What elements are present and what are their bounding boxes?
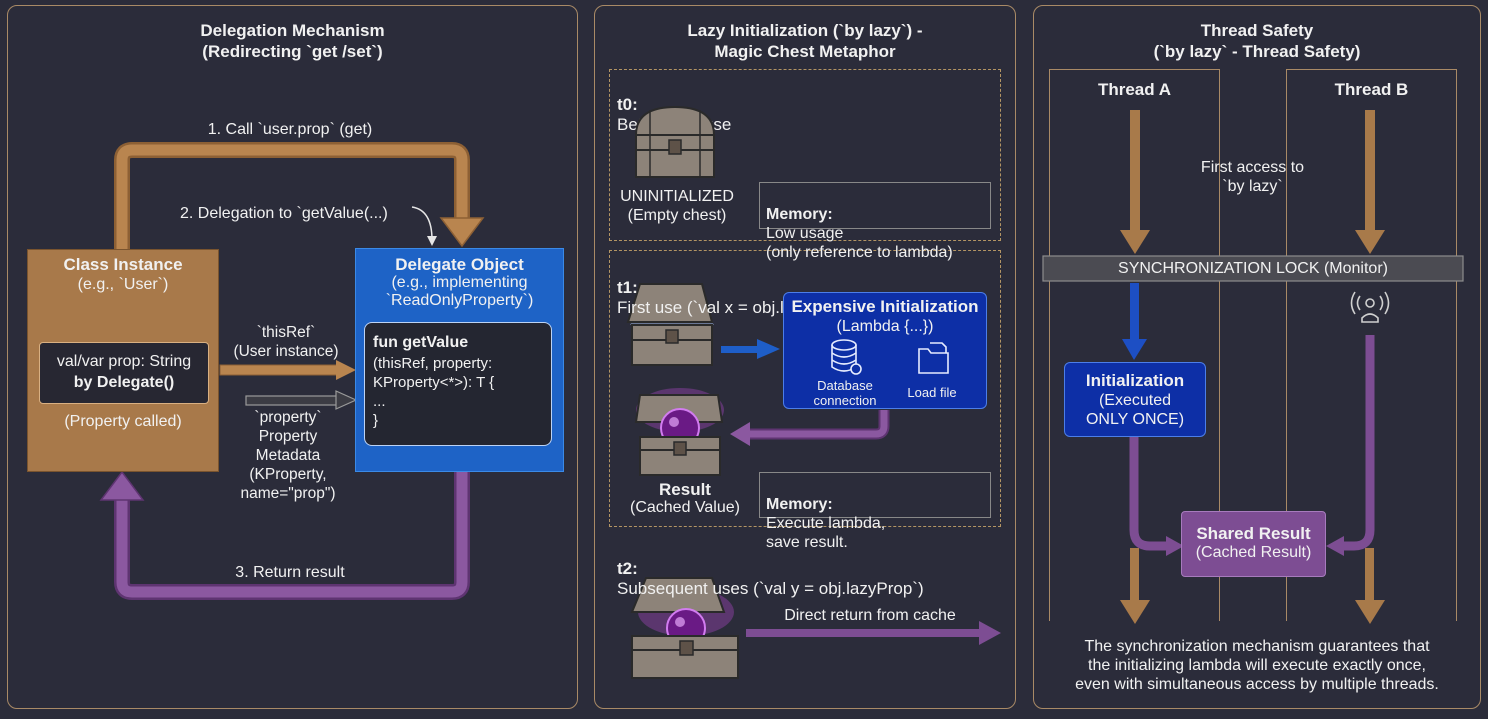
cached-chest-icon: [630, 577, 739, 679]
result-sub: (Cached Value): [630, 499, 740, 516]
thread-b-lane: [1286, 69, 1457, 621]
getvalue-code-box: fun getValue (thisRef, property: KProper…: [364, 322, 552, 446]
class-instance-subtitle: (e.g., `User`): [77, 276, 169, 293]
thread-a-lane: [1049, 69, 1220, 621]
t1-memory-label: Memory:: [766, 496, 833, 513]
open-chest-icon: [626, 283, 714, 366]
t1-section: [609, 250, 1001, 527]
t1-memory-text-wrap: Memory: Execute lambda, save result.: [766, 476, 885, 552]
property-declaration-box: val/var prop: String by Delegate(): [39, 342, 209, 404]
step3-label: 3. Return result: [235, 564, 345, 581]
step1-label: 1. Call `user.prop` (get): [207, 121, 373, 138]
expensive-init-box: Expensive Initialization (Lambda {...}) …: [783, 292, 987, 409]
t0-memory-box: Memory: Low usage (only reference to lam…: [759, 182, 991, 261]
initialization-sub: (Executed ONLY ONCE): [1085, 392, 1185, 428]
delegation-title: Delegation Mechanism (Redirecting `get /…: [200, 21, 385, 61]
delegate-object-title: Delegate Object: [395, 255, 524, 274]
thread-title: Thread Safety (`by lazy` - Thread Safety…: [1153, 21, 1361, 61]
file-folder-icon: [918, 342, 949, 374]
code-head: fun getValue: [373, 334, 469, 351]
t0-label: t0:: [617, 95, 638, 114]
prop-line1: val/var prop: String: [56, 353, 192, 370]
database-icon: [831, 339, 862, 375]
closed-chest-icon: [634, 105, 716, 178]
first-access-label: First access to `by lazy`: [1200, 159, 1305, 195]
step2-curve-arrow: [411, 206, 433, 241]
result-title: Result: [659, 480, 711, 499]
load-file-label: Load file: [907, 385, 957, 400]
thread-a-label: Thread A: [1097, 80, 1172, 99]
lock-bar: [1042, 255, 1464, 282]
t2-heading: t2: Subsequent uses (`val y = obj.lazyPr…: [617, 539, 924, 599]
property-called-note: (Property called): [64, 413, 182, 430]
t0-memory-text-wrap: Memory: Low usage (only reference to lam…: [766, 186, 953, 262]
shared-result-sub: (Cached Result): [1195, 544, 1312, 561]
class-instance-title: Class Instance: [63, 255, 183, 274]
result-chest-icon: [634, 388, 724, 476]
t2-text: Subsequent uses (`val y = obj.lazyProp`): [617, 579, 924, 598]
t1-memory-box: Memory: Execute lambda, save result.: [759, 472, 991, 551]
step1-arrowhead: [439, 217, 485, 248]
class-instance-box: Class Instance (e.g., `User`) val/var pr…: [27, 249, 219, 472]
database-label: Database connection: [813, 378, 877, 408]
property-arrowhead: [335, 390, 358, 410]
thread-panel: Thread Safety (`by lazy` - Thread Safety…: [1033, 5, 1481, 709]
delegate-object-subtitle: (e.g., implementing `ReadOnlyProperty`): [385, 274, 534, 309]
step3-arrowhead: [99, 470, 145, 501]
t0-state: UNINITIALIZED (Empty chest): [620, 188, 734, 224]
delegation-panel: Delegation Mechanism (Redirecting `get /…: [7, 5, 578, 709]
initialization-box: Initialization (Executed ONLY ONCE): [1064, 362, 1206, 437]
delegate-object-box: Delegate Object (e.g., implementing `Rea…: [355, 248, 564, 472]
lazy-panel: Lazy Initialization (`by lazy`) - Magic …: [594, 5, 1016, 709]
t0-section: [609, 69, 1001, 241]
lock-label: SYNCHRONIZATION LOCK (Monitor): [1118, 260, 1388, 277]
step2-label: 2. Delegation to `getValue(...): [180, 205, 388, 222]
thisref-arrowhead: [336, 360, 356, 380]
code-body: (thisRef, property: KProperty<*>): T { .…: [373, 355, 495, 429]
expensive-init-sub: (Lambda {...}): [836, 318, 934, 335]
t0-memory-label: Memory:: [766, 206, 833, 223]
expensive-init-title: Expensive Initialization: [791, 297, 979, 316]
initialization-title: Initialization: [1085, 371, 1185, 390]
thread-footer: The synchronization mechanism guarantees…: [1075, 638, 1439, 693]
shared-result-box: Shared Result (Cached Result): [1181, 511, 1326, 577]
prop-line2: by Delegate(): [73, 374, 175, 391]
t1-memory-text: Execute lambda, save result.: [766, 515, 886, 551]
property-metadata-label: `property` Property Metadata (KProperty,…: [240, 409, 336, 502]
lazy-title: Lazy Initialization (`by lazy`) - Magic …: [687, 21, 923, 61]
shared-result-title: Shared Result: [1196, 524, 1311, 543]
thread-b-label: Thread B: [1334, 80, 1409, 99]
thisref-label: `thisRef` (User instance): [233, 324, 339, 360]
direct-return-label: Direct return from cache: [784, 607, 956, 624]
t0-memory-text: Low usage (only reference to lambda): [766, 225, 953, 261]
t2-label: t2:: [617, 559, 638, 578]
t1-label: t1:: [617, 278, 638, 297]
waiting-signal-icon: [1350, 291, 1390, 323]
